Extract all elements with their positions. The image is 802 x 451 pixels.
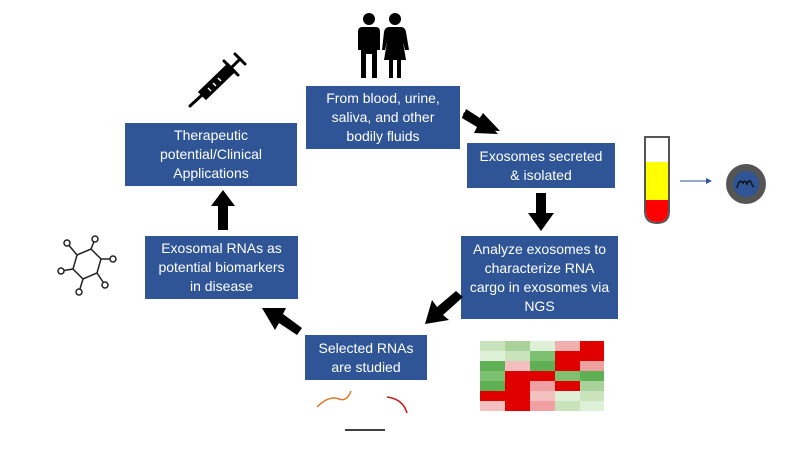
arrow-biomarkers-to-therapeutic <box>211 190 235 230</box>
test-tube-icon <box>644 136 670 225</box>
arrow-selected-to-biomarkers <box>262 308 302 335</box>
heatmap-icon <box>480 341 604 411</box>
step-source-box: From blood, urine, saliva, and other bod… <box>306 86 460 149</box>
arrow-analyze-to-selected <box>425 291 463 324</box>
rna-strands-icon <box>316 390 408 431</box>
arrow-source-to-secreted <box>462 109 500 134</box>
exosome-icon <box>726 164 766 204</box>
arrow-secreted-to-analyze <box>528 193 554 231</box>
step-selected-box: Selected RNAs are studied <box>305 335 427 380</box>
syringe-icon <box>188 52 247 108</box>
small-arrow-icon <box>680 178 712 184</box>
molecule-icon <box>57 235 117 296</box>
step-secreted-box: Exosomes secreted & isolated <box>467 143 615 188</box>
people-icon <box>358 13 409 78</box>
step-therapeutic-box: Therapeutic potential/Clinical Applicati… <box>125 123 297 186</box>
step-biomarkers-box: Exosomal RNAs as potential biomarkers in… <box>145 236 298 299</box>
step-analyze-box: Analyze exosomes to characterize RNA car… <box>461 236 618 319</box>
